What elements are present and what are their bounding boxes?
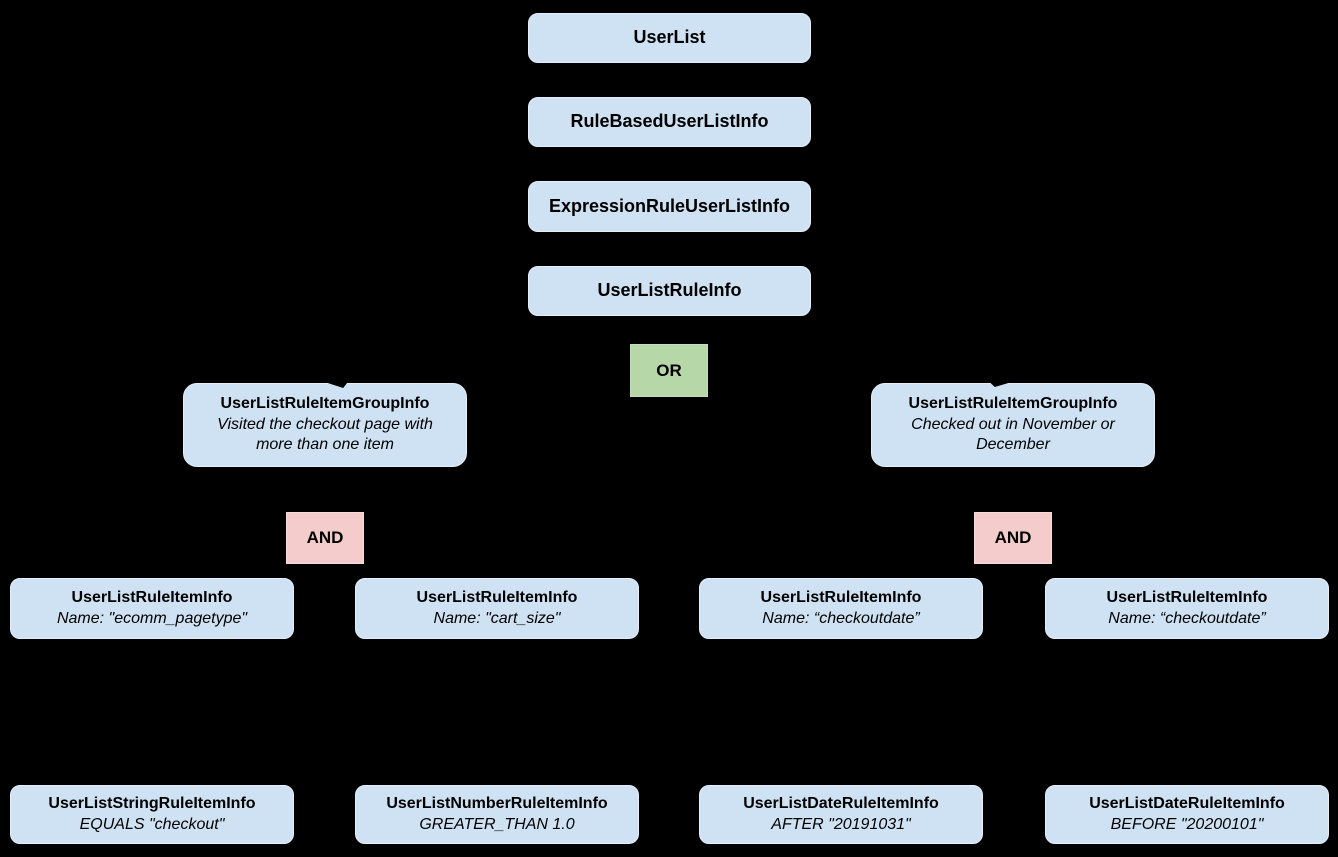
node-description: GREATER_THAN 1.0 (419, 815, 575, 833)
node-label: UserListRuleItemInfo (71, 588, 233, 606)
node-label: RuleBasedUserListInfo (570, 111, 769, 132)
node-number-rule-item: UserListNumberRuleItemInfo GREATER_THAN … (355, 785, 639, 844)
node-date-rule-item-after: UserListDateRuleItemInfo AFTER "20191031… (699, 785, 983, 844)
node-description: EQUALS "checkout" (79, 815, 225, 833)
node-rule-item-group-left: UserListRuleItemGroupInfo Visited the ch… (183, 383, 467, 467)
node-label: UserListRuleItemInfo (1106, 588, 1268, 606)
node-description: Name: “checkoutdate” (762, 609, 920, 627)
and-operator-badge-right: AND (974, 512, 1052, 564)
node-label: UserListRuleInfo (597, 280, 742, 301)
node-description: Checked out in November or December (911, 415, 1115, 454)
node-label: UserListRuleItemInfo (416, 588, 578, 606)
node-label: UserList (633, 27, 706, 48)
node-label: UserListNumberRuleItemInfo (386, 794, 608, 812)
node-label: UserListRuleItemGroupInfo (908, 395, 1118, 413)
node-label: UserListRuleItemGroupInfo (220, 395, 430, 413)
node-label: UserListStringRuleItemInfo (48, 794, 256, 812)
or-operator-badge: OR (630, 344, 708, 397)
node-rule-item-group-right: UserListRuleItemGroupInfo Checked out in… (871, 383, 1155, 467)
node-rule-item-checkoutdate-1: UserListRuleItemInfo Name: “checkoutdate… (699, 578, 983, 639)
node-date-rule-item-before: UserListDateRuleItemInfo BEFORE "2020010… (1045, 785, 1329, 844)
node-label: ExpressionRuleUserListInfo (548, 195, 791, 216)
node-description: Name: "ecomm_pagetype" (56, 609, 248, 627)
node-description: Name: "cart_size" (433, 609, 561, 627)
node-rule-item-ecomm-pagetype: UserListRuleItemInfo Name: "ecomm_pagety… (10, 578, 294, 639)
node-user-list-rule-info: UserListRuleInfo (528, 266, 811, 316)
node-label: UserListDateRuleItemInfo (743, 794, 939, 812)
node-rule-item-checkoutdate-2: UserListRuleItemInfo Name: “checkoutdate… (1045, 578, 1329, 639)
and-operator-badge-left: AND (286, 512, 364, 564)
node-expression-rule-user-list-info: ExpressionRuleUserListInfo (528, 181, 811, 232)
arrowhead-icon (987, 379, 1013, 387)
node-description: Name: “checkoutdate” (1108, 609, 1266, 627)
and-operator-label: AND (306, 528, 344, 547)
or-operator-label: OR (656, 360, 682, 380)
node-rule-based-user-list-info: RuleBasedUserListInfo (528, 97, 811, 147)
node-rule-item-cart-size: UserListRuleItemInfo Name: "cart_size" (355, 578, 639, 639)
and-operator-label: AND (994, 528, 1032, 547)
node-description: BEFORE "20200101" (1110, 815, 1264, 833)
node-description: AFTER "20191031" (771, 815, 911, 833)
node-label: UserListDateRuleItemInfo (1089, 794, 1285, 812)
arrowhead-icon (323, 378, 351, 388)
node-label: UserListRuleItemInfo (760, 588, 922, 606)
node-description: Visited the checkout page with more than… (217, 415, 433, 454)
node-userlist: UserList (528, 13, 811, 63)
node-string-rule-item: UserListStringRuleItemInfo EQUALS "check… (10, 785, 294, 844)
